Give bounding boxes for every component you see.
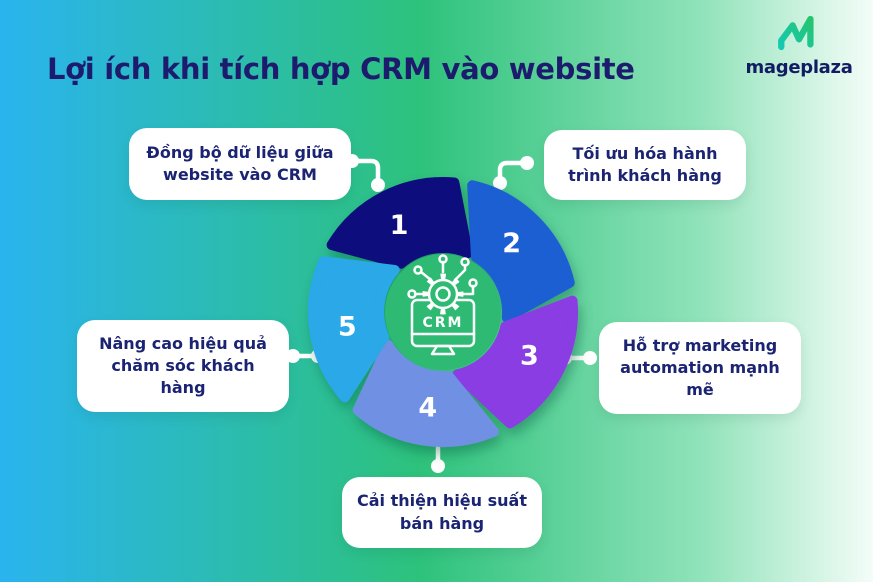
mageplaza-logo-text: mageplaza bbox=[745, 57, 853, 78]
benefit-label-3: Hỗ trợ marketing automation mạnh mẽ bbox=[620, 336, 780, 400]
benefit-box-5: Nâng cao hiệu quả chăm sóc khách hàng bbox=[77, 320, 289, 413]
page-title: Lợi ích khi tích hợp CRM vào website bbox=[47, 52, 635, 86]
benefit-box-1: Đồng bộ dữ liệu giữa website vào CRM bbox=[129, 128, 351, 200]
mageplaza-logo: mageplaza bbox=[739, 14, 859, 78]
wheel-segment-4 bbox=[352, 340, 499, 448]
wheel-number-5: 5 bbox=[338, 312, 357, 343]
wheel-number-1: 1 bbox=[390, 210, 409, 241]
benefit-label-2: Tối ưu hóa hành trình khách hàng bbox=[568, 144, 722, 186]
benefit-box-4: Cải thiện hiệu suất bán hàng bbox=[342, 477, 542, 548]
wheel-segment-5 bbox=[307, 256, 400, 403]
benefit-box-2: Tối ưu hóa hành trình khách hàng bbox=[544, 130, 746, 201]
crm-monitor-gear-icon: CRM bbox=[407, 254, 478, 356]
wheel-segment-3 bbox=[452, 295, 578, 429]
wheel-number-4: 4 bbox=[418, 392, 437, 423]
wheel-number-2: 2 bbox=[502, 228, 521, 259]
wheel-segments bbox=[307, 177, 578, 448]
gear-icon bbox=[422, 273, 464, 315]
crm-wheel: 1 2 3 4 5 CRM bbox=[307, 177, 578, 448]
benefit-label-5: Nâng cao hiệu quả chăm sóc khách hàng bbox=[99, 334, 267, 398]
mageplaza-m-icon bbox=[778, 15, 814, 51]
wheel-segment-2 bbox=[467, 180, 575, 323]
circuit-nodes bbox=[407, 254, 478, 299]
crm-icon-label: CRM bbox=[423, 315, 464, 331]
benefit-label-1: Đồng bộ dữ liệu giữa website vào CRM bbox=[146, 142, 334, 184]
benefit-label-4: Cải thiện hiệu suất bán hàng bbox=[357, 491, 527, 533]
wheel-number-3: 3 bbox=[520, 341, 539, 372]
benefit-box-3: Hỗ trợ marketing automation mạnh mẽ bbox=[599, 322, 801, 415]
wheel-numbers: 1 2 3 4 5 bbox=[338, 210, 539, 423]
wheel-segment-1 bbox=[326, 177, 473, 269]
